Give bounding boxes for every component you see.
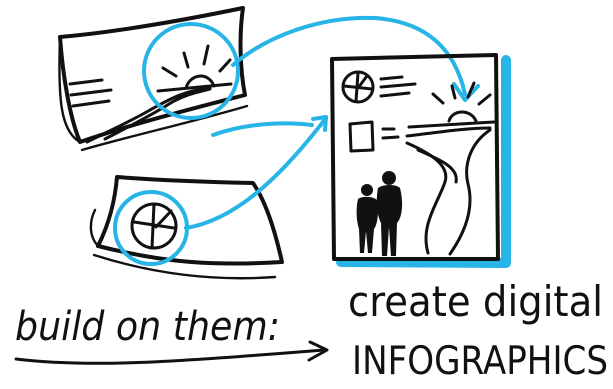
people-icon [356, 171, 403, 256]
infographics-text: INFOGRAPHICS [352, 339, 608, 384]
sketch-card-bottom [89, 175, 284, 280]
curved-arrow-icon [184, 15, 480, 230]
text-lines-icon [68, 78, 113, 108]
road-sketch [85, 86, 212, 144]
sketch-card-top [58, 6, 249, 152]
road-icon [405, 126, 492, 256]
pie-chart-sketch-icon [130, 202, 178, 250]
create-digital-text: create digital [348, 277, 603, 326]
build-on-them-text: build on them: [15, 304, 280, 350]
pie-chart-icon [341, 70, 375, 104]
highlight-circle-top [142, 22, 240, 120]
arrow-underline-icon [14, 348, 326, 365]
document-icon [348, 120, 400, 153]
infographic-poster-icon [330, 53, 511, 268]
sunset-icon [156, 44, 233, 93]
sunset-icon [407, 81, 496, 129]
text-lines-icon [379, 75, 417, 98]
